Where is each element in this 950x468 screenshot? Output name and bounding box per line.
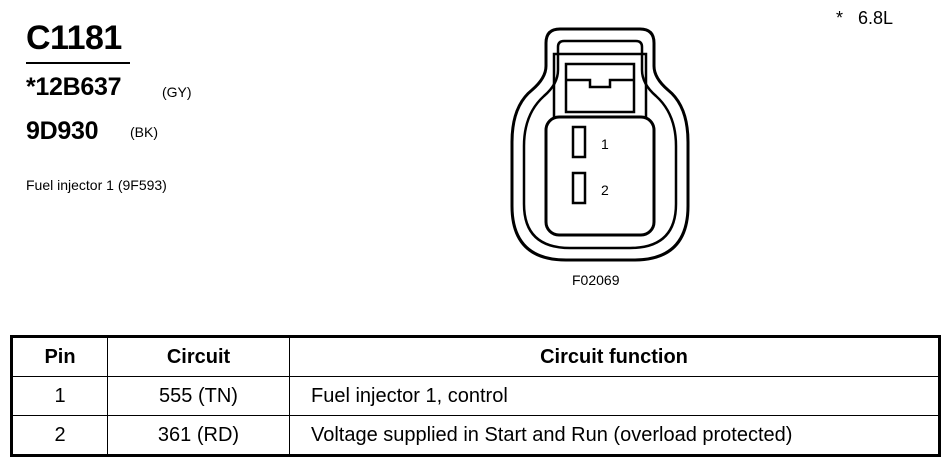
connector-inner-shell [522, 39, 678, 250]
cell-pin: 1 [11, 376, 108, 416]
connector-id: C1181 [26, 19, 122, 57]
part-number-2: 9D930 [26, 117, 99, 145]
header-circuit: Circuit [107, 336, 290, 377]
cell-circuit: 361 (RD) [107, 415, 290, 456]
pin-slot-1 [571, 125, 587, 159]
connector-id-underline [26, 62, 130, 64]
diagram-label: F02069 [572, 272, 620, 288]
table-row: 1 555 (TN) Fuel injector 1, control [11, 376, 940, 416]
connector-outer-shell [510, 27, 690, 262]
part-color-2: (BK) [130, 124, 158, 140]
pin-label-1: 1 [601, 136, 609, 152]
part-number-1: *12B637 [26, 73, 122, 101]
part-color-1: (GY) [162, 84, 192, 100]
table-row: 2 361 (RD) Voltage supplied in Start and… [11, 415, 940, 456]
connector-diagram: 1 2 [510, 27, 690, 262]
component-description: Fuel injector 1 (9F593) [26, 177, 167, 193]
latch-inner [564, 62, 636, 114]
header-circuit-function: Circuit function [289, 336, 940, 377]
header-pin: Pin [11, 336, 108, 377]
cell-circuit-function: Voltage supplied in Start and Run (overl… [289, 415, 940, 456]
cell-circuit-function: Fuel injector 1, control [289, 376, 940, 416]
pin-table: Pin Circuit Circuit function 1 555 (TN) … [10, 335, 941, 457]
terminal-block [544, 115, 656, 237]
engine-note: * 6.8L [836, 8, 894, 28]
latch-tab [566, 78, 634, 89]
cell-circuit: 555 (TN) [107, 376, 290, 416]
pin-slot-2 [571, 171, 587, 205]
table-header-row: Pin Circuit Circuit function [11, 336, 940, 377]
cell-pin: 2 [11, 415, 108, 456]
pin-label-2: 2 [601, 182, 609, 198]
